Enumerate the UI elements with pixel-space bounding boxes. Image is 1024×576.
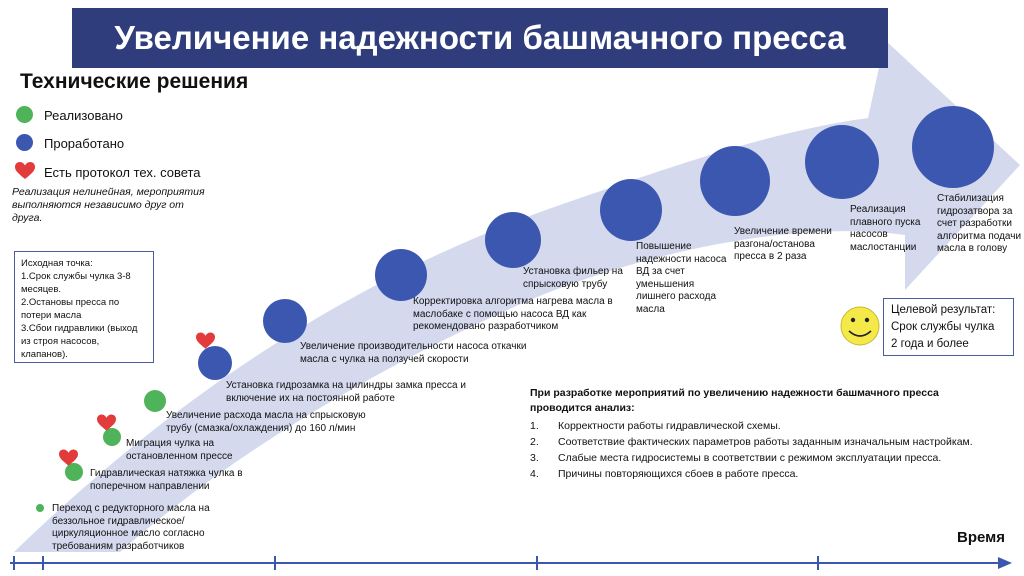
section-subtitle: Технические решения (20, 70, 249, 93)
measure-done-dot (103, 428, 121, 446)
measure-worked-dot (198, 346, 232, 380)
start-point-box: Исходная точка: 1.Срок службы чулка 3-8 … (14, 251, 154, 363)
heart-icon (15, 162, 35, 179)
time-axis (10, 556, 1012, 570)
legend-worked-label: Проработано (44, 136, 125, 151)
smiley-icon (840, 306, 880, 346)
measure-done-dot (36, 504, 44, 512)
legend-done-label: Реализовано (44, 108, 123, 123)
analysis-item: 3.Слабые места гидросистемы в соответств… (530, 452, 942, 464)
start-point-item: 3.Сбои гидравлики (выход из строя насосо… (21, 323, 138, 360)
start-point-heading: Исходная точка: (21, 258, 93, 269)
measure-worked-dot (700, 146, 770, 216)
analysis-item: 2.Соответствие фактических параметров ра… (530, 436, 973, 448)
measure-label: Корректировка алгоритма нагрева масла в … (413, 296, 613, 332)
measure-label: Установка гидрозамка на цилиндры замка п… (226, 380, 466, 404)
axis-label: Время (957, 529, 1005, 546)
progress-arrow (14, 40, 1020, 552)
measure-label: Стабилизация гидрозатвора за счет разраб… (937, 193, 1022, 254)
measure-label: Реализация плавного пуска насосов маслос… (850, 204, 921, 253)
start-point-item: 2.Остановы пресса по потери масла (21, 297, 120, 321)
measure-label: Переход с редукторного масла на беззольн… (52, 503, 210, 552)
analysis-block: При разработке мероприятий по увеличению… (530, 386, 1000, 483)
legend-worked-dot (16, 134, 33, 151)
measure-label: Миграция чулка на остановленном прессе (126, 438, 233, 462)
protocol-heart-icon (196, 332, 215, 349)
measure-label: Увеличение расхода масла на спрысковую т… (166, 410, 366, 434)
measure-label: Увеличение производительности насоса отк… (300, 341, 527, 365)
goal-line: 2 года и более (891, 338, 969, 350)
goal-box: Целевой результат: Срок службы чулка 2 г… (883, 298, 1014, 356)
analysis-item: 4.Причины повторяющихся сбоев в работе п… (530, 468, 799, 480)
measure-worked-dot (485, 212, 541, 268)
protocol-heart-icon (97, 414, 116, 431)
measure-worked-dot (805, 125, 879, 199)
measure-worked-dot (912, 106, 994, 188)
analysis-item: 1.Корректности работы гидравлической схе… (530, 420, 781, 432)
measure-worked-dot (263, 299, 307, 343)
measure-done-dot (65, 463, 83, 481)
protocol-heart-icon (59, 449, 78, 466)
measure-worked-dot (375, 249, 427, 301)
analysis-heading: При разработке мероприятий по увеличению… (530, 387, 939, 414)
analysis-list: 1.Корректности работы гидравлической схе… (530, 419, 1000, 482)
goal-line: Срок службы чулка (891, 321, 995, 333)
goal-line: Целевой результат: (891, 304, 996, 316)
measure-label: Повышение надежности насоса ВД за счет у… (636, 241, 727, 315)
measure-label: Установка фильер на спрысковую трубу (523, 266, 623, 290)
start-point-item: 1.Срок службы чулка 3-8 месяцев. (21, 271, 131, 295)
measure-label: Увеличение времени разгона/останова прес… (734, 226, 832, 262)
legend-done-dot (16, 106, 33, 123)
page-title: Увеличение надежности башмачного пресса (72, 8, 888, 68)
measure-done-dot (144, 390, 166, 412)
legend-protocol-label: Есть протокол тех. совета (44, 165, 201, 180)
measure-label: Гидравлическая натяжка чулка в поперечно… (90, 468, 243, 492)
measure-worked-dot (600, 179, 662, 241)
nonlinear-note: Реализация нелинейная, мероприятия выпол… (12, 186, 205, 224)
